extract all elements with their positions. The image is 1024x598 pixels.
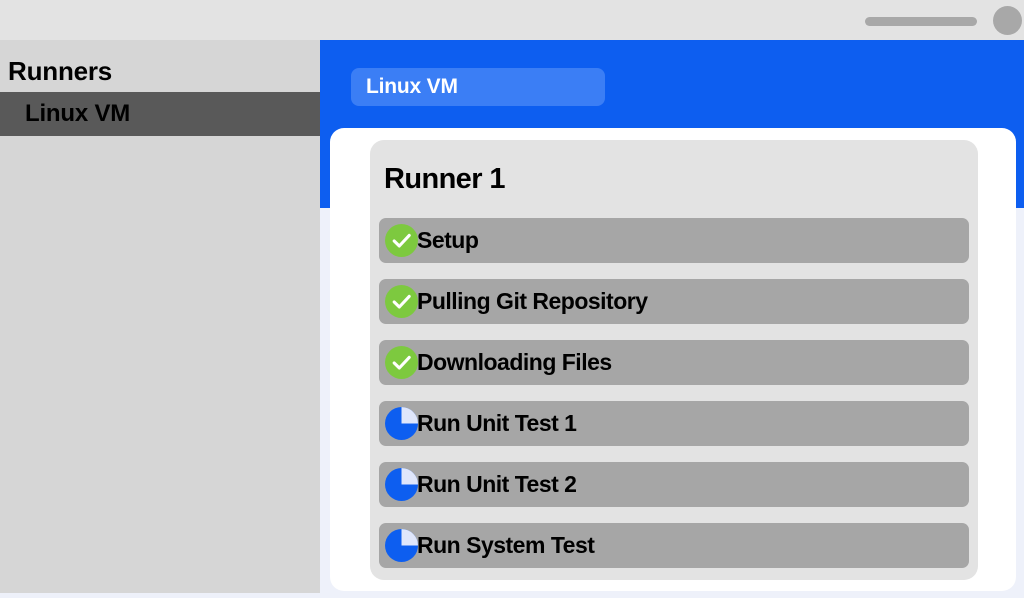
pie-progress-icon xyxy=(385,468,418,501)
sidebar: Runners Linux VM xyxy=(0,40,320,593)
pie-progress-icon xyxy=(385,529,418,562)
step-label: Run System Test xyxy=(417,532,595,558)
check-circle-icon xyxy=(385,224,418,257)
sidebar-item-linux-vm[interactable]: Linux VM xyxy=(0,92,320,136)
user-avatar[interactable] xyxy=(993,6,1022,35)
step-row[interactable]: Setup xyxy=(379,218,969,263)
tab-linux-vm[interactable]: Linux VM xyxy=(351,68,605,106)
top-bar xyxy=(0,0,1024,40)
runner-card-title: Runner 1 xyxy=(384,162,505,195)
step-label: Run Unit Test 1 xyxy=(417,410,577,436)
step-row[interactable]: Run System Test xyxy=(379,523,969,568)
pie-progress-icon xyxy=(385,407,418,440)
tab-label: Linux VM xyxy=(366,75,458,98)
step-row[interactable]: Run Unit Test 1 xyxy=(379,401,969,446)
window-drag-pill[interactable] xyxy=(865,17,977,26)
check-circle-icon xyxy=(385,346,418,379)
sidebar-title: Runners xyxy=(8,55,113,86)
step-row[interactable]: Run Unit Test 2 xyxy=(379,462,969,507)
step-label: Downloading Files xyxy=(417,349,612,375)
step-label: Pulling Git Repository xyxy=(417,288,648,314)
sidebar-item-label: Linux VM xyxy=(25,100,131,127)
step-label: Setup xyxy=(417,227,479,253)
step-label: Run Unit Test 2 xyxy=(417,471,577,497)
step-row[interactable]: Downloading Files xyxy=(379,340,969,385)
step-row[interactable]: Pulling Git Repository xyxy=(379,279,969,324)
check-circle-icon xyxy=(385,285,418,318)
